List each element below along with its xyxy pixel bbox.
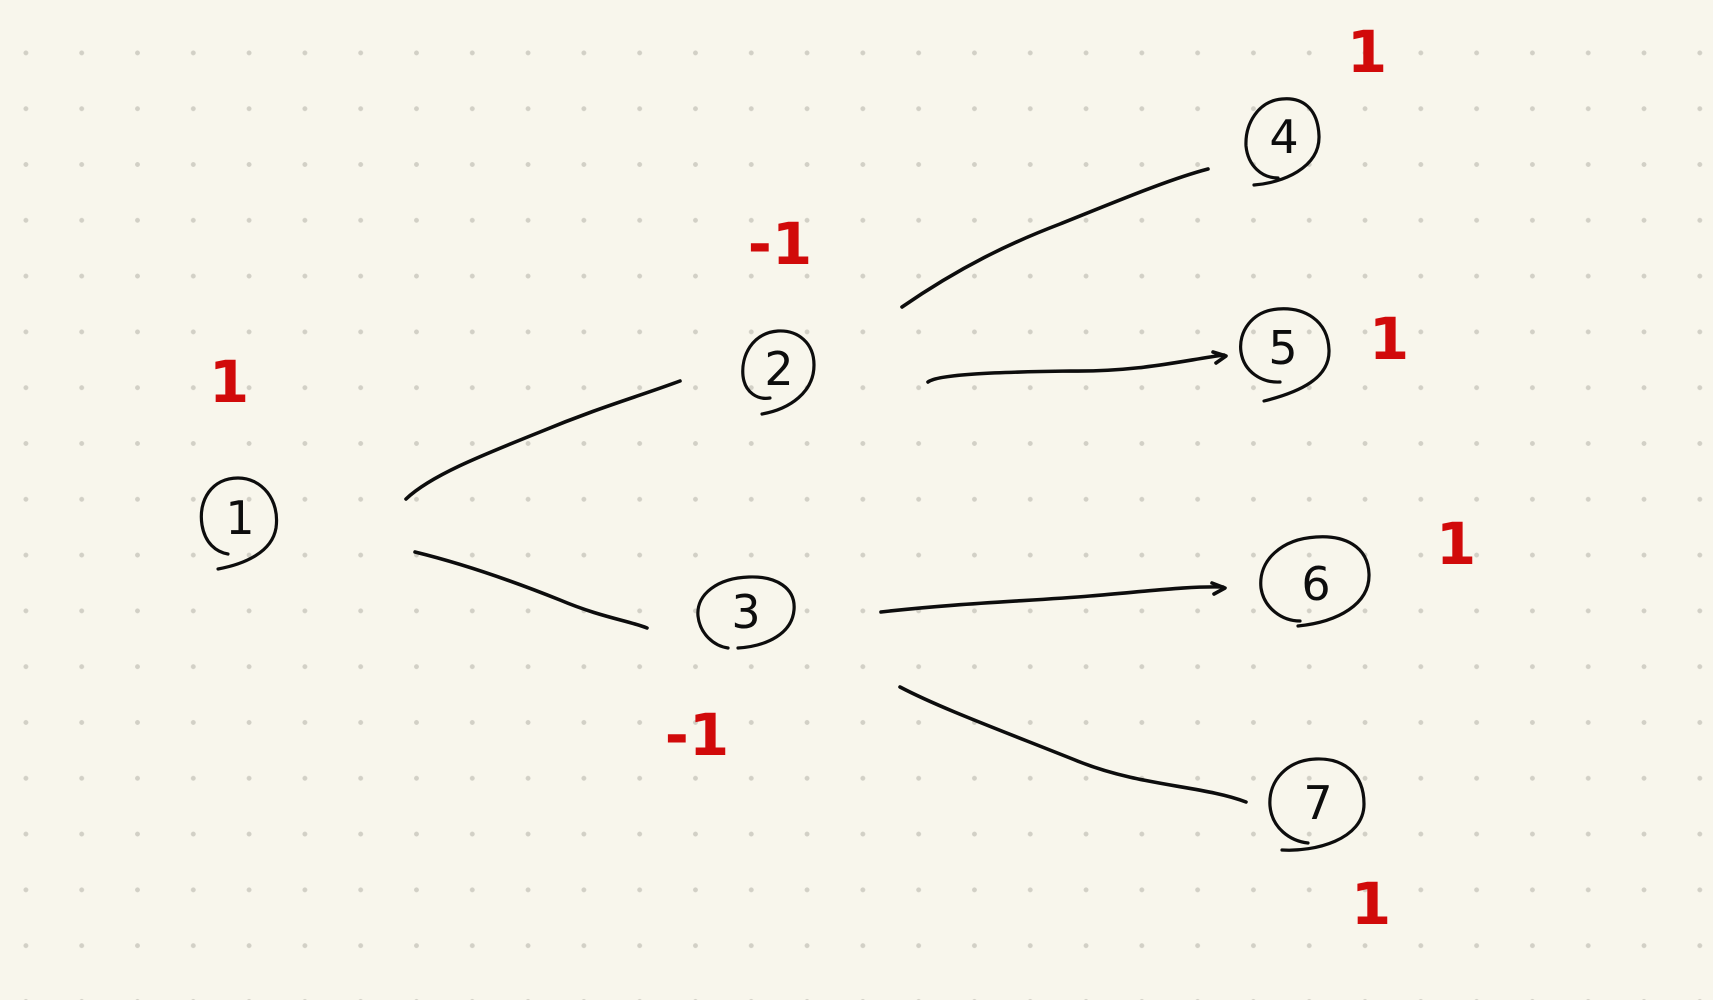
node-6-label: 6 xyxy=(1301,557,1330,611)
node-4-weight: 1 xyxy=(1347,18,1387,86)
edge-3-6-arrowhead xyxy=(1210,581,1227,596)
node-4: 4 xyxy=(1244,97,1321,187)
edge-1-3 xyxy=(413,550,649,630)
edge-2-4 xyxy=(900,167,1210,309)
node-5-label: 5 xyxy=(1268,321,1297,375)
node-6: 6 xyxy=(1259,535,1371,628)
edge-2-5-arrowhead xyxy=(1211,350,1228,365)
node-7-label: 7 xyxy=(1303,776,1332,830)
edge-1-2 xyxy=(404,379,682,501)
node-2-label: 2 xyxy=(764,342,793,396)
node-5-weight: 1 xyxy=(1369,305,1409,373)
node-3-label: 3 xyxy=(731,585,760,639)
node-4-label: 4 xyxy=(1269,110,1298,164)
node-1: 1 xyxy=(199,476,279,571)
node-7-weight: 1 xyxy=(1351,870,1391,938)
node-5: 5 xyxy=(1239,307,1331,403)
edge-3-7 xyxy=(898,685,1248,804)
node-1-label: 1 xyxy=(225,491,254,545)
node-3-weight: -1 xyxy=(665,701,729,769)
node-6-weight: 1 xyxy=(1436,510,1476,578)
node-1-weight: 1 xyxy=(209,348,249,416)
node-2: 2 xyxy=(741,329,816,416)
edge-3-6 xyxy=(879,585,1225,614)
node-2-weight: -1 xyxy=(748,210,812,278)
edge-2-5 xyxy=(926,353,1226,384)
node-3: 3 xyxy=(696,575,796,650)
node-7: 7 xyxy=(1268,757,1366,852)
